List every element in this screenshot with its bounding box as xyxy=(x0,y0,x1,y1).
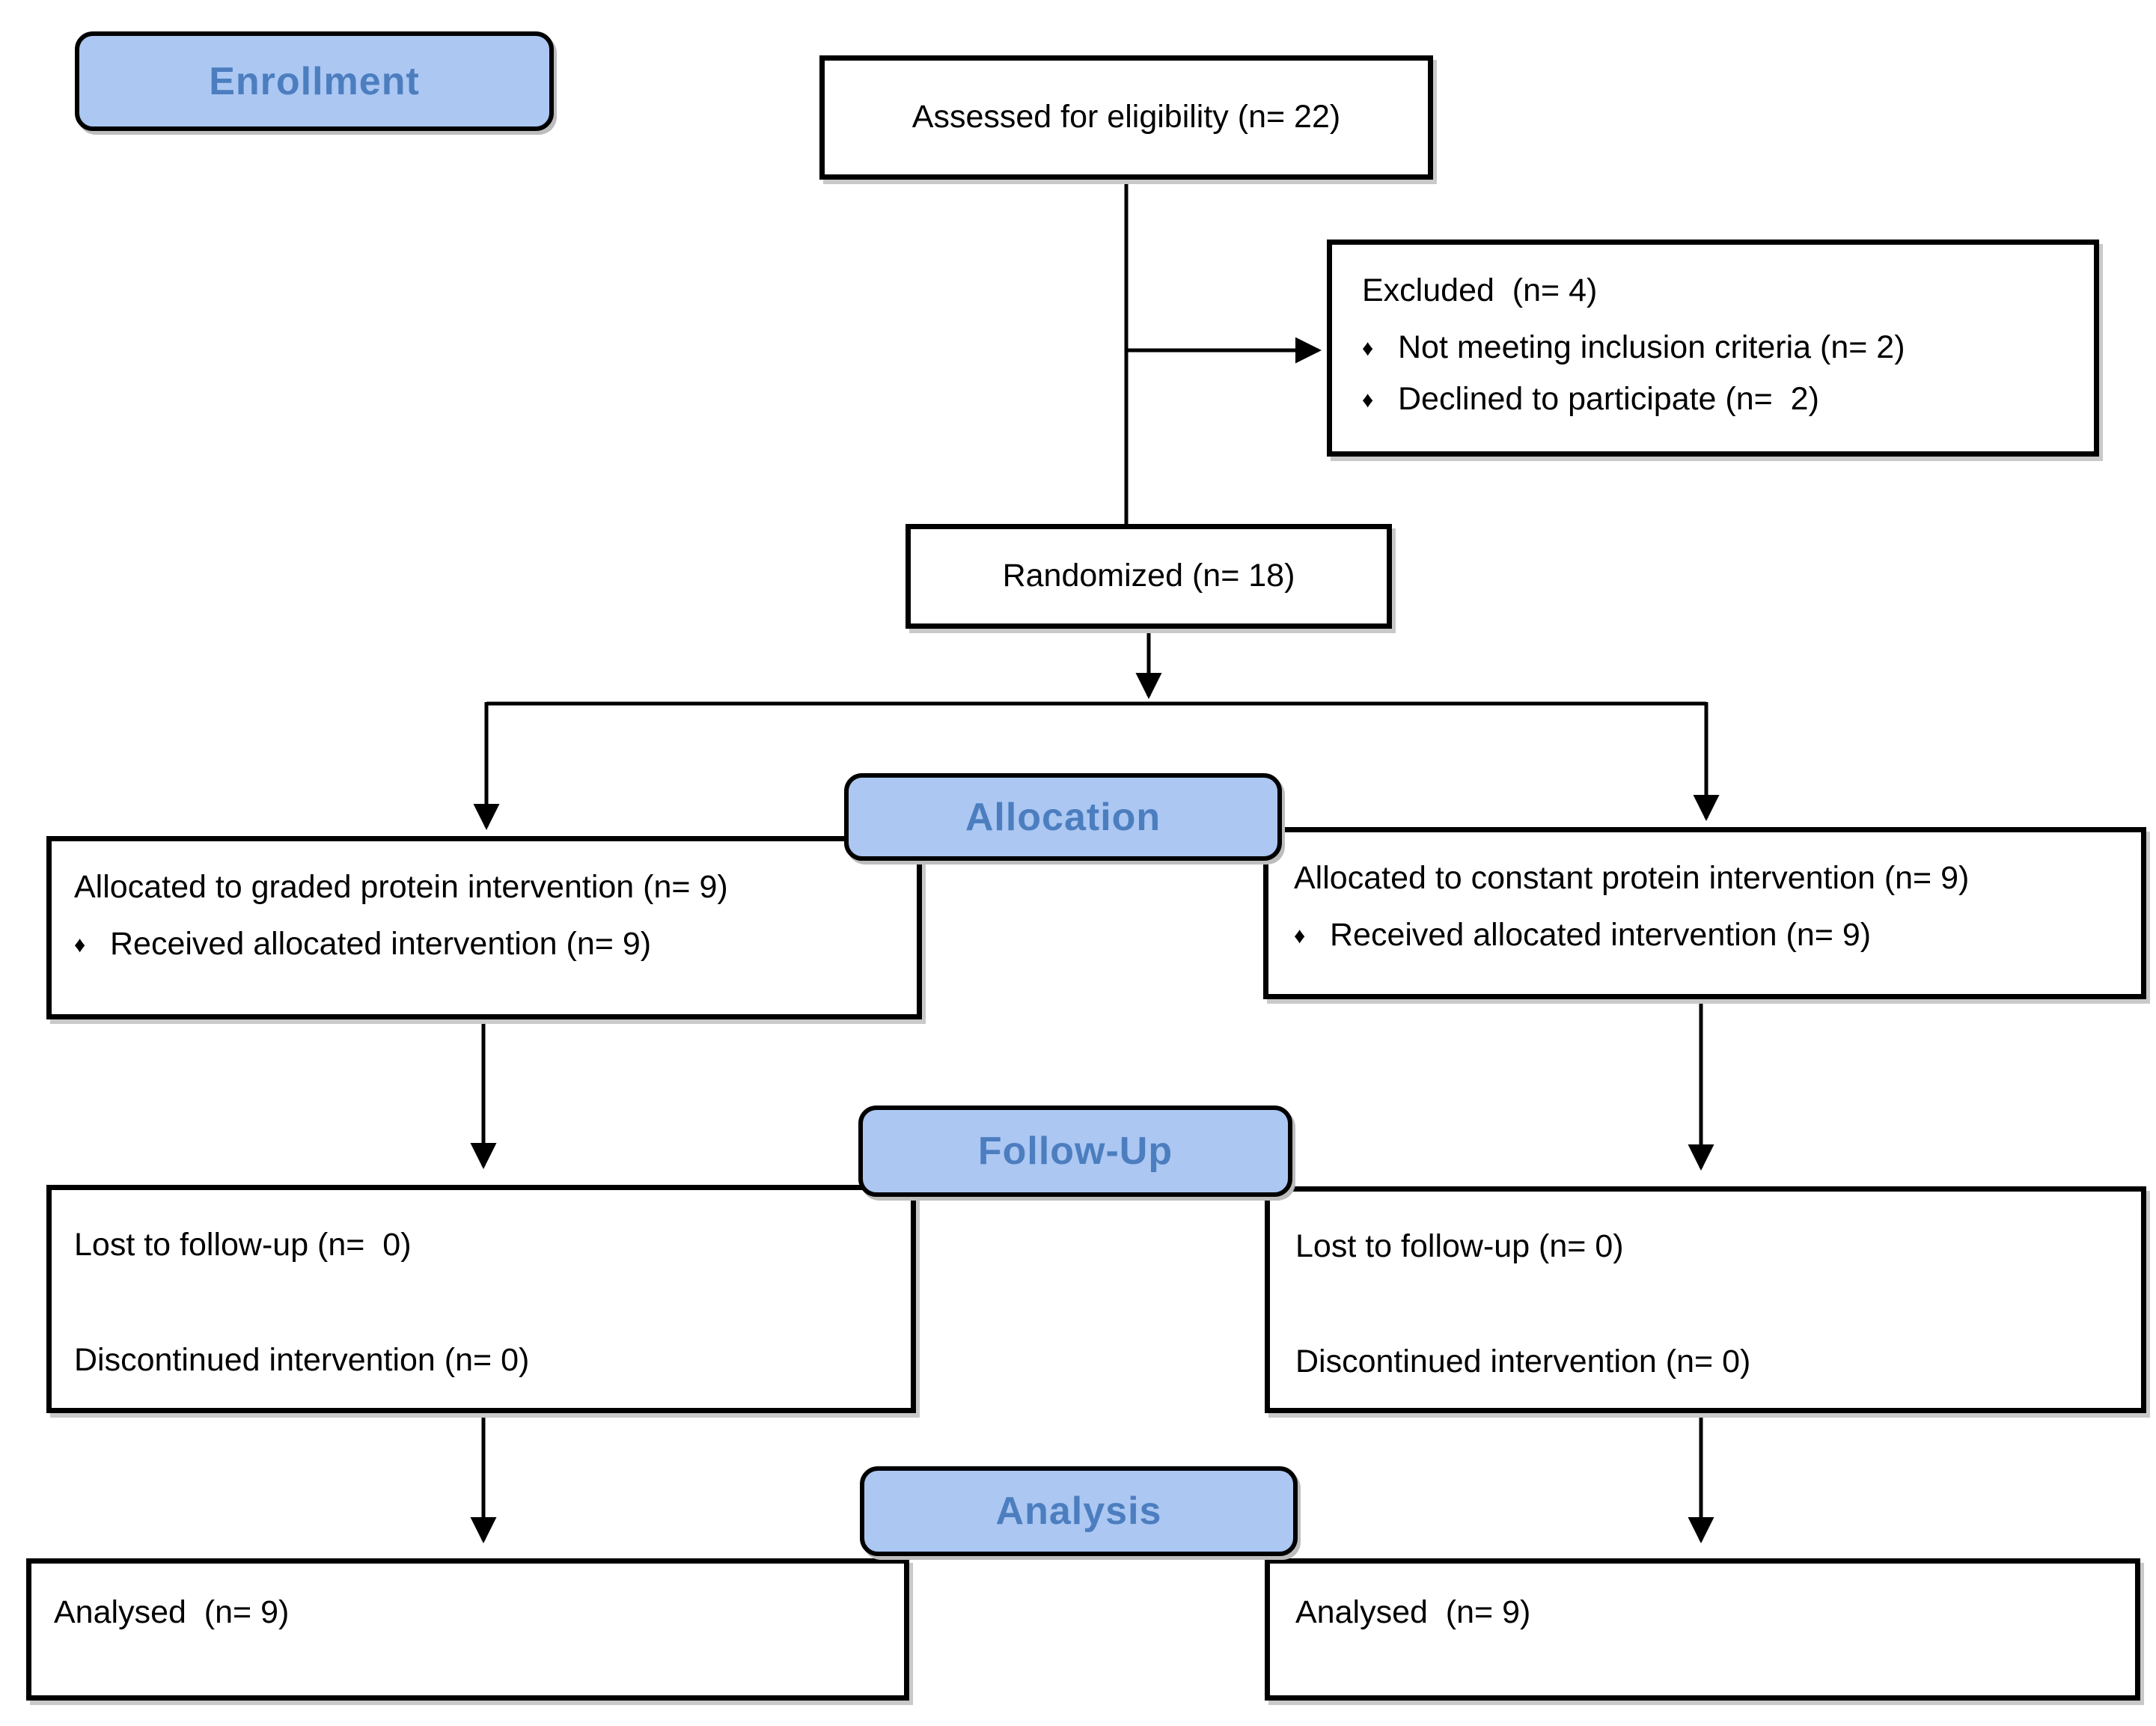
analysis-stage-label: Analysis xyxy=(860,1466,1298,1556)
excluded-bullet-row-1: ♦ Not meeting inclusion criteria (n= 2) xyxy=(1362,329,2073,368)
excluded-title: Excluded (n= 4) xyxy=(1362,272,1598,308)
allocation-left-box: Allocated to graded protein intervention… xyxy=(46,836,922,1019)
diamond-bullet-icon: ♦ xyxy=(1362,388,1374,413)
allocation-right-bullet-row: ♦ Received allocated intervention (n= 9) xyxy=(1294,916,2120,955)
allocation-left-title: Allocated to graded protein intervention… xyxy=(74,869,728,905)
followup-stage-label: Follow-Up xyxy=(858,1106,1292,1197)
enrollment-stage-label-text: Enrollment xyxy=(209,59,420,103)
assessed-text: Assessed for eligibility (n= 22) xyxy=(911,99,1341,135)
enrollment-stage-label: Enrollment xyxy=(75,31,554,131)
diamond-bullet-icon: ♦ xyxy=(74,932,86,957)
allocation-stage-label-text: Allocation xyxy=(965,795,1161,839)
followup-stage-label-text: Follow-Up xyxy=(977,1129,1173,1173)
allocation-right-box: Allocated to constant protein interventi… xyxy=(1263,827,2146,999)
followup-left-line-2: Discontinued intervention (n= 0) xyxy=(74,1341,530,1378)
excluded-bullet-2-text: Declined to participate (n= 2) xyxy=(1398,381,1819,418)
excluded-bullet-row-2: ♦ Declined to participate (n= 2) xyxy=(1362,380,2073,419)
followup-left-box: Lost to follow-up (n= 0) Discontinued in… xyxy=(46,1185,916,1413)
analysis-left-text: Analysed (n= 9) xyxy=(54,1594,290,1630)
followup-right-line-2: Discontinued intervention (n= 0) xyxy=(1295,1343,1751,1379)
randomized-text: Randomized (n= 18) xyxy=(1002,558,1295,594)
excluded-box: Excluded (n= 4) ♦ Not meeting inclusion … xyxy=(1327,240,2099,457)
allocation-stage-label: Allocation xyxy=(844,773,1282,861)
analysis-stage-label-text: Analysis xyxy=(995,1489,1162,1533)
allocation-left-bullet-row: ♦ Received allocated intervention (n= 9) xyxy=(74,925,896,964)
allocation-left-bullet-text: Received allocated intervention (n= 9) xyxy=(110,925,652,962)
analysis-right-text: Analysed (n= 9) xyxy=(1295,1594,1531,1630)
allocation-right-title: Allocated to constant protein interventi… xyxy=(1294,860,1970,896)
diamond-bullet-icon: ♦ xyxy=(1362,335,1374,361)
analysis-left-box: Analysed (n= 9) xyxy=(26,1558,909,1701)
followup-right-line-1: Lost to follow-up (n= 0) xyxy=(1295,1228,1624,1264)
allocation-right-bullet-text: Received allocated intervention (n= 9) xyxy=(1330,916,1872,953)
randomized-box: Randomized (n= 18) xyxy=(906,524,1392,629)
analysis-right-box: Analysed (n= 9) xyxy=(1265,1558,2140,1701)
excluded-bullet-1-text: Not meeting inclusion criteria (n= 2) xyxy=(1398,329,1905,365)
followup-left-line-1: Lost to follow-up (n= 0) xyxy=(74,1227,412,1263)
followup-right-box: Lost to follow-up (n= 0) Discontinued in… xyxy=(1265,1186,2146,1413)
diamond-bullet-icon: ♦ xyxy=(1294,923,1306,948)
assessed-box: Assessed for eligibility (n= 22) xyxy=(819,55,1433,180)
